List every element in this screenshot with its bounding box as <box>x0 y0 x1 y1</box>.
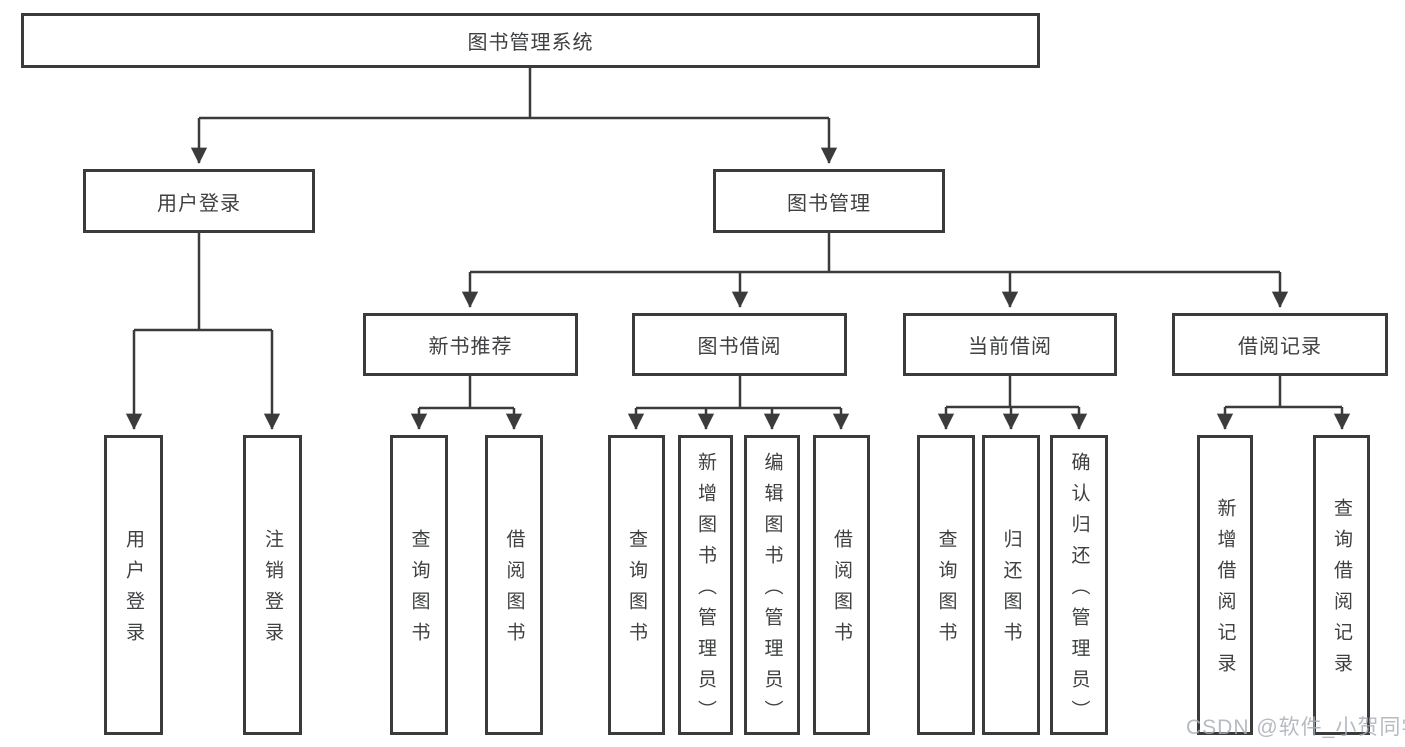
leaf-add-borrow-record: 新增借阅记录 <box>1197 435 1253 735</box>
leaf-label: 查询借阅记录 <box>1331 498 1352 684</box>
edge-current-borrow-branch <box>937 376 1088 430</box>
node-new-book-recommendation: 新书推荐 <box>363 313 578 376</box>
node-current-borrowing: 当前借阅 <box>903 313 1117 376</box>
leaf-query-books-borrow: 查询图书 <box>608 435 665 735</box>
edge-book-management-to-level3 <box>461 233 1289 308</box>
leaf-label: 编辑图书（管理员） <box>761 451 783 731</box>
leaf-logout: 注销登录 <box>243 435 302 735</box>
node-book-management: 图书管理 <box>713 169 945 233</box>
leaf-query-books-current: 查询图书 <box>917 435 975 735</box>
node-label: 借阅记录 <box>1238 336 1322 358</box>
leaf-label: 查询图书 <box>626 529 647 653</box>
edge-user-login-branch <box>125 233 281 430</box>
edge-root-to-level2 <box>190 68 838 164</box>
edge-borrow-records-branch <box>1216 376 1351 430</box>
leaf-return-books: 归还图书 <box>982 435 1040 735</box>
leaf-borrow-books-recommend: 借阅图书 <box>485 435 543 735</box>
leaf-label: 查询图书 <box>408 529 430 653</box>
node-book-borrowing: 图书借阅 <box>632 313 847 376</box>
edge-book-borrow-branch <box>627 376 850 430</box>
leaf-label: 查询图书 <box>935 529 957 653</box>
leaf-confirm-return-admin: 确认归还（管理员） <box>1050 435 1108 735</box>
leaf-query-books-recommend: 查询图书 <box>390 435 448 735</box>
csdn-watermark: CSDN @软件_小贺同学 <box>1186 716 1405 739</box>
edge-new-book-branch <box>410 376 523 430</box>
node-label: 图书借阅 <box>697 336 782 358</box>
leaf-user-login: 用户登录 <box>104 435 163 735</box>
leaf-label: 新增图书（管理员） <box>695 451 716 731</box>
leaf-query-borrow-record: 查询借阅记录 <box>1313 435 1370 735</box>
node-label: 新书推荐 <box>428 336 513 358</box>
node-label: 图书管理系统 <box>467 32 594 54</box>
leaf-borrow-books: 借阅图书 <box>813 435 870 735</box>
leaf-label: 注销登录 <box>262 529 283 653</box>
leaf-edit-books-admin: 编辑图书（管理员） <box>744 435 800 735</box>
leaf-label: 新增借阅记录 <box>1214 498 1236 684</box>
node-library-management-system: 图书管理系统 <box>21 13 1040 68</box>
node-label: 用户登录 <box>157 192 241 215</box>
node-borrowing-records: 借阅记录 <box>1172 313 1388 376</box>
leaf-label: 借阅图书 <box>503 529 525 653</box>
leaf-label: 确认归还（管理员） <box>1068 451 1090 731</box>
node-label: 图书管理 <box>787 192 871 215</box>
node-user-login: 用户登录 <box>83 169 315 233</box>
node-label: 当前借阅 <box>968 336 1052 358</box>
leaf-label: 用户登录 <box>123 529 144 653</box>
leaf-label: 借阅图书 <box>831 529 852 653</box>
leaf-label: 归还图书 <box>1000 529 1022 653</box>
leaf-add-books-admin: 新增图书（管理员） <box>678 435 733 735</box>
